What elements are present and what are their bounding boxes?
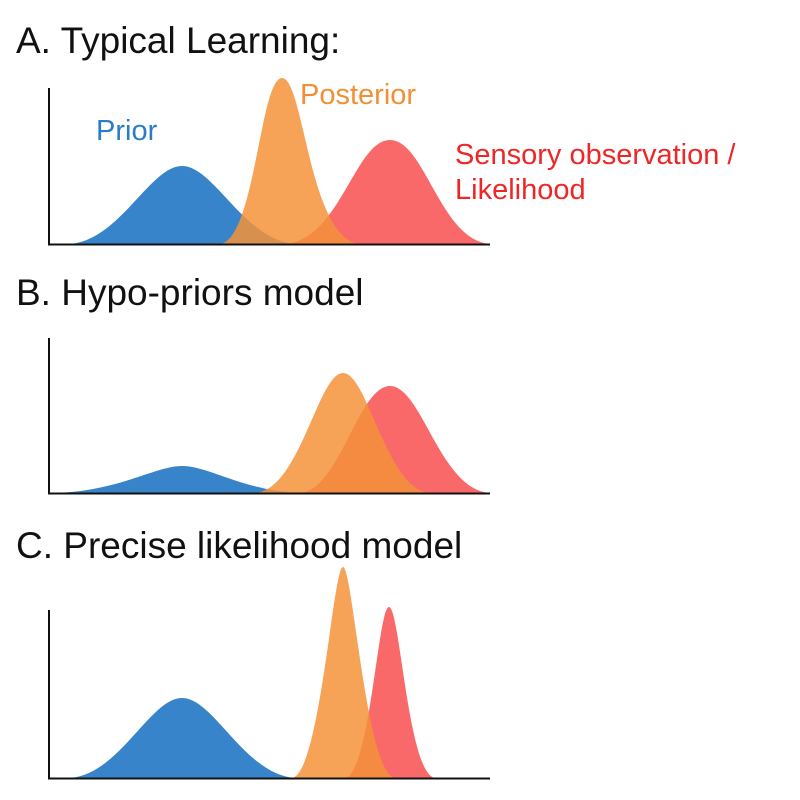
posterior-label: Posterior bbox=[300, 79, 417, 111]
posterior-curve bbox=[255, 373, 430, 493]
likelihood-curve bbox=[285, 140, 490, 244]
prior-label: Prior bbox=[96, 115, 158, 147]
likelihood-label-line-1: Sensory observation / bbox=[455, 139, 736, 171]
panel-c-title: C. Precise likelihood model bbox=[16, 525, 463, 566]
panel-a-plot bbox=[48, 78, 490, 246]
prior-curve bbox=[70, 698, 295, 778]
posterior-curve bbox=[220, 78, 360, 244]
panel-c-plot bbox=[48, 567, 490, 780]
likelihood-label: Sensory observation / Likelihood bbox=[455, 138, 735, 208]
panel-a-title: A. Typical Learning: bbox=[16, 20, 341, 61]
panel-b-plot bbox=[48, 338, 490, 495]
likelihood-label-line-2: Likelihood bbox=[455, 173, 586, 206]
prior-curve bbox=[55, 466, 300, 493]
posterior-curve bbox=[292, 567, 395, 778]
panel-b-title: B. Hypo-priors model bbox=[16, 272, 364, 313]
